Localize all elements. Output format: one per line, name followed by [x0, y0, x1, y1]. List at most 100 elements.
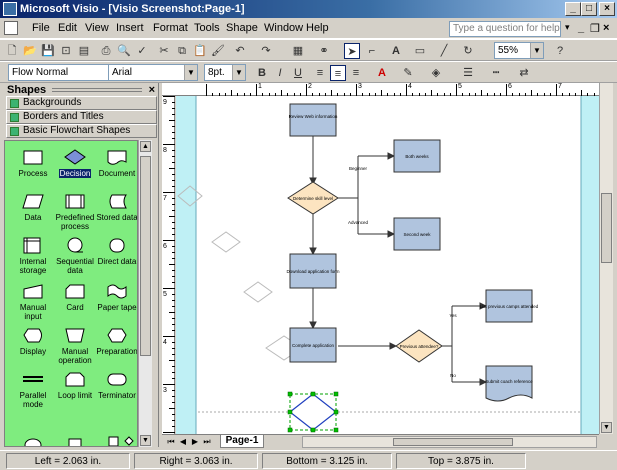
selection-handle[interactable]	[287, 391, 293, 397]
visio-app-icon[interactable]	[3, 2, 17, 16]
master-sequential[interactable]: Sequential data	[53, 235, 97, 275]
italic-button[interactable]: I	[278, 67, 282, 79]
line-color-icon[interactable]: ✎	[403, 67, 413, 79]
minimize-button[interactable]: _	[565, 2, 581, 16]
rectangle-tool-icon[interactable]: ▭	[414, 45, 426, 57]
ghost-decision-shape[interactable]	[243, 281, 273, 303]
menu-tools[interactable]: Tools	[194, 22, 220, 34]
process-download-form[interactable]	[289, 253, 337, 289]
selected-decision-shape[interactable]	[289, 393, 337, 431]
menu-format[interactable]: Format	[153, 22, 188, 34]
font-select[interactable]: Arial▼	[108, 64, 198, 81]
bold-button[interactable]: B	[258, 67, 266, 79]
paste-icon[interactable]: 📋	[193, 45, 207, 57]
drawing-canvas[interactable]: Review Web information Determine skill l…	[176, 96, 599, 434]
underline-button[interactable]: U	[294, 67, 302, 79]
master-loop[interactable]: Loop limit	[53, 369, 97, 400]
redo-icon[interactable]: ↷	[261, 45, 271, 57]
first-page-icon[interactable]: ⏮	[167, 437, 175, 446]
menu-edit[interactable]: Edit	[58, 22, 77, 34]
size-dropdown-icon[interactable]: ▼	[232, 65, 245, 80]
help-search-input[interactable]: Type a question for help	[449, 21, 561, 37]
menu-file[interactable]: File	[32, 22, 50, 34]
scroll-down-icon[interactable]: ▼	[601, 422, 612, 433]
master-card[interactable]: Card	[53, 281, 97, 312]
vertical-scrollbar[interactable]: ▼	[599, 83, 613, 434]
master-decision[interactable]: Decision	[53, 147, 97, 178]
print-icon[interactable]: ⎙	[101, 45, 111, 57]
process-review-web[interactable]	[289, 103, 337, 137]
horizontal-scroll-thumb[interactable]	[393, 438, 513, 446]
master-direct[interactable]: Direct data	[95, 235, 137, 266]
menu-window[interactable]: Window	[264, 22, 304, 34]
line-weight-icon[interactable]: ☰	[463, 67, 473, 79]
font-size-select[interactable]: 8pt.▼	[204, 64, 246, 81]
print-preview-icon[interactable]: ▤	[78, 45, 90, 57]
selection-handle[interactable]	[310, 391, 316, 397]
preview-icon[interactable]: 🔍	[117, 45, 131, 57]
master-paper-tape[interactable]: Paper tape	[95, 281, 137, 312]
selection-handle[interactable]	[333, 391, 339, 397]
master-display[interactable]: Display	[11, 325, 55, 356]
selection-handle[interactable]	[287, 427, 293, 433]
process-both-weeks[interactable]	[393, 139, 441, 173]
align-center-icon[interactable]: ≡	[330, 65, 346, 81]
doc-restore-icon[interactable]: ❐	[590, 23, 600, 35]
next-page-icon[interactable]: ▶	[191, 437, 199, 446]
selection-handle[interactable]	[287, 409, 293, 415]
horizontal-scrollbar[interactable]	[302, 436, 597, 448]
ghost-decision-shape[interactable]	[177, 185, 203, 207]
menu-shape[interactable]: Shape	[226, 22, 258, 34]
stencil-backgrounds[interactable]: Backgrounds	[6, 96, 157, 110]
text-tool-icon[interactable]: A	[392, 45, 400, 57]
master-process[interactable]: Process	[11, 147, 55, 178]
doc-close-icon[interactable]: ×	[603, 22, 610, 34]
master-stored[interactable]: Stored data	[95, 191, 137, 222]
copy-icon[interactable]: ⧉	[178, 45, 186, 57]
close-button[interactable]: ×	[599, 2, 615, 16]
font-color-icon[interactable]: A	[378, 67, 386, 79]
master-document[interactable]: Document	[95, 147, 137, 178]
master-internal[interactable]: Internal storage	[11, 235, 55, 275]
line-tool-icon[interactable]: ╱	[440, 45, 448, 57]
page-tab[interactable]: Page-1	[220, 435, 264, 448]
permission-icon[interactable]: ⊡	[61, 45, 71, 57]
connector-tool-icon[interactable]: ⌐	[368, 45, 376, 57]
master-manual-op[interactable]: Manual operation	[53, 325, 97, 365]
format-painter-icon[interactable]: 🖌	[211, 45, 225, 57]
vertical-scroll-thumb[interactable]	[601, 193, 612, 263]
shapes-grip[interactable]	[52, 88, 142, 92]
selection-handle[interactable]	[310, 427, 316, 433]
help-dropdown-icon[interactable]: ▾	[565, 22, 570, 32]
fill-color-icon[interactable]: ◈	[431, 67, 441, 79]
align-right-icon[interactable]: ≡	[352, 67, 360, 79]
master-manual-input[interactable]: Manual input	[11, 281, 55, 321]
stencil-borders-titles[interactable]: Borders and Titles	[6, 110, 157, 124]
master-data[interactable]: Data	[11, 191, 55, 222]
hyperlink-icon[interactable]: ⚭	[319, 45, 329, 57]
maximize-button[interactable]: □	[581, 2, 597, 16]
save-icon[interactable]: 💾	[41, 45, 55, 57]
rotate-icon[interactable]: ↻	[463, 45, 473, 57]
prev-page-icon[interactable]: ◀	[179, 437, 187, 446]
master-predefined[interactable]: Predefined process	[53, 191, 97, 231]
process-list-camps[interactable]	[485, 289, 533, 323]
pointer-tool-icon[interactable]: ➤	[344, 43, 360, 59]
decision-skill-level[interactable]	[287, 181, 339, 215]
align-left-icon[interactable]: ≡	[316, 67, 324, 79]
document-coach-reference[interactable]	[485, 365, 533, 402]
cut-icon[interactable]: ✂	[159, 45, 169, 57]
open-icon[interactable]: 📂	[23, 45, 37, 57]
zoom-dropdown-icon[interactable]: ▼	[530, 43, 543, 58]
selection-handle[interactable]	[333, 427, 339, 433]
new-icon[interactable]: 🗋	[7, 45, 17, 57]
stencil-scroll-thumb[interactable]	[140, 156, 151, 356]
stencil-scrollbar[interactable]: ▲ ▼	[138, 140, 152, 447]
stencil-basic-flowchart[interactable]: Basic Flowchart Shapes	[6, 124, 157, 138]
shapes-icon[interactable]: ▦	[292, 45, 304, 57]
scroll-up-icon[interactable]: ▲	[140, 141, 151, 152]
ghost-decision-shape[interactable]	[211, 231, 241, 253]
zoom-select[interactable]: 55%▼	[494, 42, 544, 59]
decision-previous-attendee[interactable]	[395, 329, 443, 363]
process-complete-application[interactable]	[289, 327, 337, 363]
